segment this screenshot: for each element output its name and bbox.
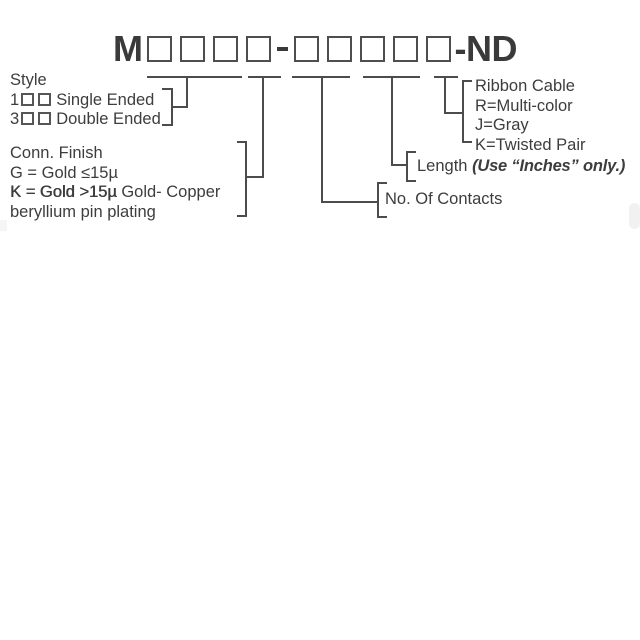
ribbon-cable-section: Ribbon Cable R=Multi-color J=Gray K=Twis… bbox=[475, 77, 586, 155]
part-number-prefix: M bbox=[113, 28, 143, 69]
part-number-suffix: -ND bbox=[454, 28, 518, 69]
style-section: Style 1 Single Ended 3 Double Ended bbox=[10, 71, 161, 130]
drop-line-length bbox=[391, 76, 393, 166]
blank-box bbox=[38, 92, 52, 106]
scrollbar-thumb[interactable] bbox=[629, 203, 640, 229]
connector-length bbox=[391, 164, 408, 166]
blank-box bbox=[293, 36, 319, 62]
drop-line-finish bbox=[262, 76, 264, 178]
drop-line-contacts bbox=[321, 76, 323, 203]
connector-finish bbox=[246, 176, 264, 178]
blank-box bbox=[359, 36, 385, 62]
part-number-group2-boxes bbox=[293, 36, 451, 62]
dash-separator bbox=[276, 47, 288, 51]
style-title: Style bbox=[10, 71, 47, 89]
page-edge-artifact bbox=[0, 220, 7, 231]
style-code-3: 3 bbox=[10, 110, 20, 128]
ribbon-option-r: R=Multi-color bbox=[475, 96, 573, 115]
ribbon-bracket bbox=[462, 80, 472, 143]
finish-bracket bbox=[237, 141, 247, 217]
blank-box bbox=[179, 36, 205, 62]
finish-option-k-code: K = Gold >15µ bbox=[10, 183, 117, 201]
style-option-double: 3 Double Ended bbox=[10, 110, 161, 130]
connector-contacts bbox=[321, 201, 379, 203]
finish-option-k-rest: Gold- Copper bbox=[116, 183, 221, 201]
blank-box bbox=[212, 36, 238, 62]
contacts-label: No. Of Contacts bbox=[385, 190, 503, 208]
finish-option-g: G = Gold ≤15µ bbox=[10, 163, 118, 182]
drop-line-style bbox=[186, 76, 188, 108]
length-note: (Use “Inches” only.) bbox=[472, 157, 626, 175]
blank-box bbox=[326, 36, 352, 62]
style-option-single: 1 Single Ended bbox=[10, 91, 161, 111]
part-number-title: M -ND bbox=[113, 28, 518, 69]
blank-box bbox=[392, 36, 418, 62]
style-option2-boxes bbox=[21, 112, 52, 126]
style-label-single: Single Ended bbox=[56, 90, 155, 109]
ribbon-title: Ribbon Cable bbox=[475, 77, 575, 95]
group-line-style bbox=[147, 76, 242, 78]
blank-box bbox=[38, 112, 52, 126]
style-bracket bbox=[162, 88, 173, 126]
connector-ribbon bbox=[444, 112, 464, 114]
finish-title: Conn. Finish bbox=[10, 144, 103, 162]
ribbon-option-j: J=Gray bbox=[475, 116, 529, 134]
group-line-finish bbox=[248, 76, 281, 78]
blank-box bbox=[245, 36, 271, 62]
blank-box bbox=[146, 36, 172, 62]
ribbon-option-k: K=Twisted Pair bbox=[475, 135, 586, 154]
contacts-bracket bbox=[377, 182, 387, 218]
part-number-group1-boxes bbox=[146, 36, 271, 62]
length-bracket bbox=[406, 151, 416, 182]
blank-box bbox=[425, 36, 451, 62]
blank-box bbox=[21, 92, 35, 106]
finish-note: beryllium pin plating bbox=[10, 202, 156, 221]
connector-style bbox=[172, 106, 188, 108]
conn-finish-section: Conn. Finish G = Gold ≤15µ K = Gold >15µ… bbox=[10, 144, 220, 222]
style-option1-boxes bbox=[21, 92, 52, 106]
style-label-double: Double Ended bbox=[56, 110, 161, 128]
finish-option-k: K = Gold >15µ Gold- Copper bbox=[10, 183, 220, 203]
blank-box bbox=[21, 112, 35, 126]
length-word: Length bbox=[417, 157, 473, 175]
group-line-ribbon bbox=[434, 76, 458, 78]
drop-line-ribbon bbox=[444, 76, 446, 114]
style-code-1: 1 bbox=[10, 90, 20, 109]
length-label: Length (Use “Inches” only.) bbox=[417, 157, 625, 177]
